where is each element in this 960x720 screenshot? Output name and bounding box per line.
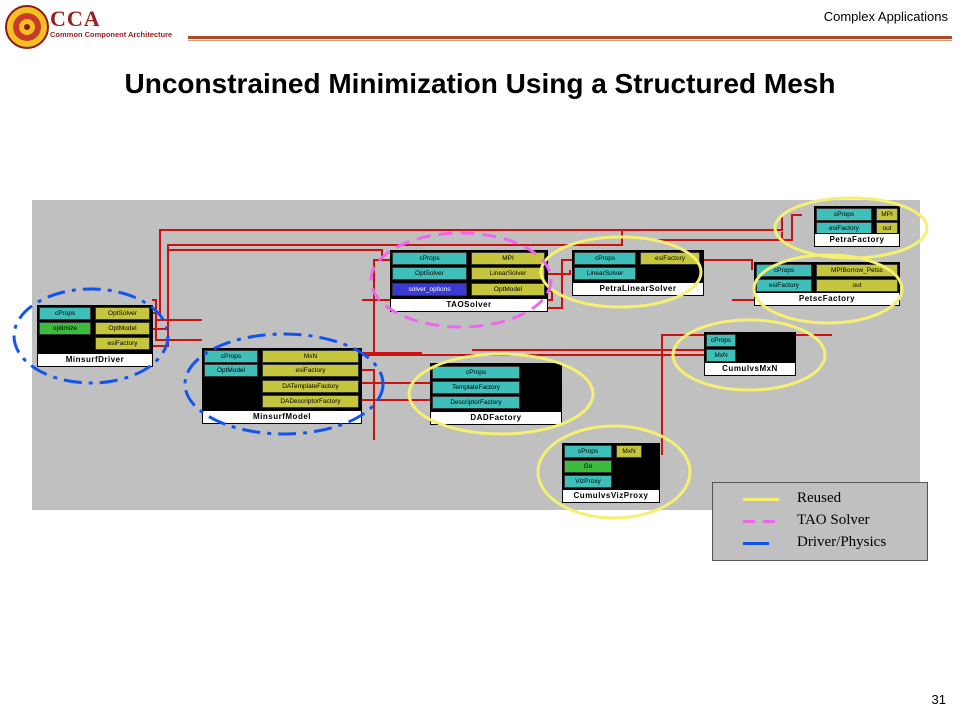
legend-swatch-driver-physics	[743, 542, 769, 545]
component-petscfactory[interactable]: cProps MPIBorrow_Petsc esiFactory out Pe…	[754, 262, 900, 306]
port[interactable]: esiFactory	[756, 279, 812, 292]
port[interactable]: cProps	[204, 350, 258, 363]
component-cumulvsmxn[interactable]: cProps MxN CumulvsMxN	[704, 332, 796, 376]
port[interactable]: cProps	[432, 366, 520, 379]
port[interactable]: cProps	[816, 208, 872, 221]
port[interactable]: OptSolver	[95, 307, 150, 320]
component-name: MinsurfDriver	[37, 353, 153, 367]
port[interactable]: cProps	[392, 252, 467, 265]
port[interactable]: DADescriptorFactory	[262, 395, 359, 408]
header-rule-thin	[188, 40, 952, 41]
port[interactable]: MxN	[706, 349, 736, 362]
legend-swatch-reused	[743, 498, 779, 501]
component-name: DADFactory	[430, 411, 562, 425]
port[interactable]: MPI	[876, 208, 898, 221]
legend-label: Reused	[797, 490, 842, 506]
component-name: MinsurfModel	[202, 410, 362, 424]
component-name: CumulvsMxN	[704, 362, 796, 376]
port[interactable]: optimize	[39, 322, 91, 335]
component-cumulvsvizproxy[interactable]: cProps MxN Go VizProxy CumulvsVizProxy	[562, 443, 660, 503]
header-rule	[188, 36, 952, 39]
component-name: PetscFactory	[754, 292, 900, 306]
port[interactable]: DATemplateFactory	[262, 380, 359, 393]
port[interactable]: LinearSolver	[471, 267, 545, 280]
component-minsurfdriver[interactable]: cProps OptSolver optimize OptModel esiFa…	[37, 305, 153, 367]
port[interactable]: LinearSolver	[574, 267, 636, 280]
component-petralinearsolver[interactable]: cProps esiFactory LinearSolver PetraLine…	[572, 250, 704, 296]
port[interactable]: solver_options	[392, 283, 467, 296]
port[interactable]: VizProxy	[564, 475, 612, 488]
logo-subtitle: Common Component Architecture	[50, 30, 173, 39]
port[interactable]: MxN	[616, 445, 642, 458]
port[interactable]: TemplateFactory	[432, 381, 520, 394]
port[interactable]: out	[816, 279, 898, 292]
section-label: Complex Applications	[823, 9, 948, 24]
component-minsurfmodel[interactable]: cProps MxN OptModel esiFactory DATemplat…	[202, 348, 362, 424]
port[interactable]: OptModel	[95, 322, 150, 335]
component-name: CumulvsVizProxy	[562, 489, 660, 503]
component-diagram: cProps OptSolver optimize OptModel esiFa…	[32, 200, 920, 510]
slide-title: Unconstrained Minimization Using a Struc…	[124, 68, 836, 99]
component-dadfactory[interactable]: cProps TemplateFactory DescriptorFactory…	[430, 363, 562, 425]
port[interactable]: cProps	[574, 252, 636, 265]
port[interactable]: cProps	[756, 264, 812, 277]
legend-label: TAO Solver	[797, 512, 870, 528]
port[interactable]: MxN	[262, 350, 359, 363]
logo-wordmark: CCA	[50, 6, 101, 31]
component-name: TAOSolver	[390, 298, 548, 312]
port[interactable]: Go	[564, 460, 612, 473]
port[interactable]: cProps	[39, 307, 91, 320]
component-name: PetraLinearSolver	[572, 282, 704, 296]
component-petrafactory[interactable]: cProps MPI esiFactory out PetraFactory	[814, 206, 900, 247]
component-name: PetraFactory	[814, 233, 900, 247]
page-number: 31	[931, 692, 946, 707]
port[interactable]: OptSolver	[392, 267, 467, 280]
legend: Reused TAO Solver Driver/Physics	[712, 482, 928, 561]
port[interactable]: MPI	[471, 252, 545, 265]
legend-label: Driver/Physics	[797, 534, 887, 550]
port[interactable]: esiFactory	[640, 252, 700, 265]
port[interactable]: DescriptorFactory	[432, 396, 520, 409]
cca-logo-emblem	[5, 5, 49, 49]
component-taosolver[interactable]: cProps MPI OptSolver LinearSolver solver…	[390, 250, 548, 312]
cca-logo	[4, 4, 194, 58]
port[interactable]: cProps	[564, 445, 612, 458]
port[interactable]: OptModel	[471, 283, 545, 296]
port[interactable]: esiFactory	[262, 364, 359, 377]
legend-swatch-tao-solver	[743, 520, 779, 523]
port[interactable]: cProps	[706, 334, 736, 347]
port[interactable]: MPIBorrow_Petsc	[816, 264, 898, 277]
port[interactable]: esiFactory	[95, 337, 150, 350]
port[interactable]: OptModel	[204, 364, 258, 377]
